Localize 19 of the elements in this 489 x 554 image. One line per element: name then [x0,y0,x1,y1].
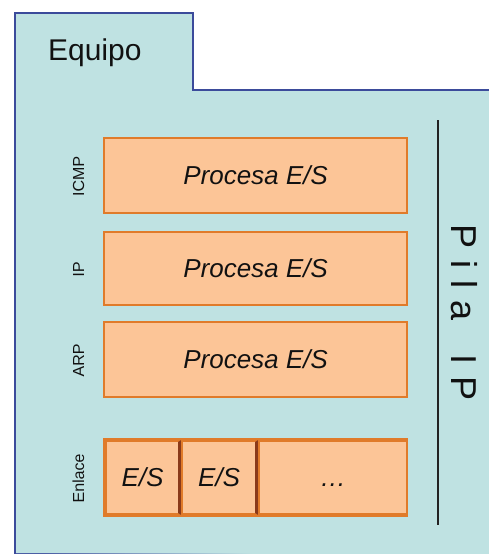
process-label: … [320,462,346,493]
cell-box [181,440,258,515]
layer-label: ICMP [71,156,89,196]
row-box [103,438,408,517]
process-label: Procesa E/S [183,160,328,191]
cell-box [258,440,408,515]
process-box [103,231,408,306]
process-box [103,321,408,398]
process-label: E/S [198,462,240,493]
layer-label: ARP [71,343,89,376]
layer-label: IP [71,260,89,276]
cell-box [105,440,181,515]
panel-title: Equipo [48,34,142,68]
stack-label: Pila IP [442,224,484,412]
process-label: Procesa E/S [183,344,328,375]
process-label: E/S [122,462,164,493]
layer-label: Enlace [71,453,89,502]
process-label: Procesa E/S [183,253,328,284]
process-box [103,137,408,214]
